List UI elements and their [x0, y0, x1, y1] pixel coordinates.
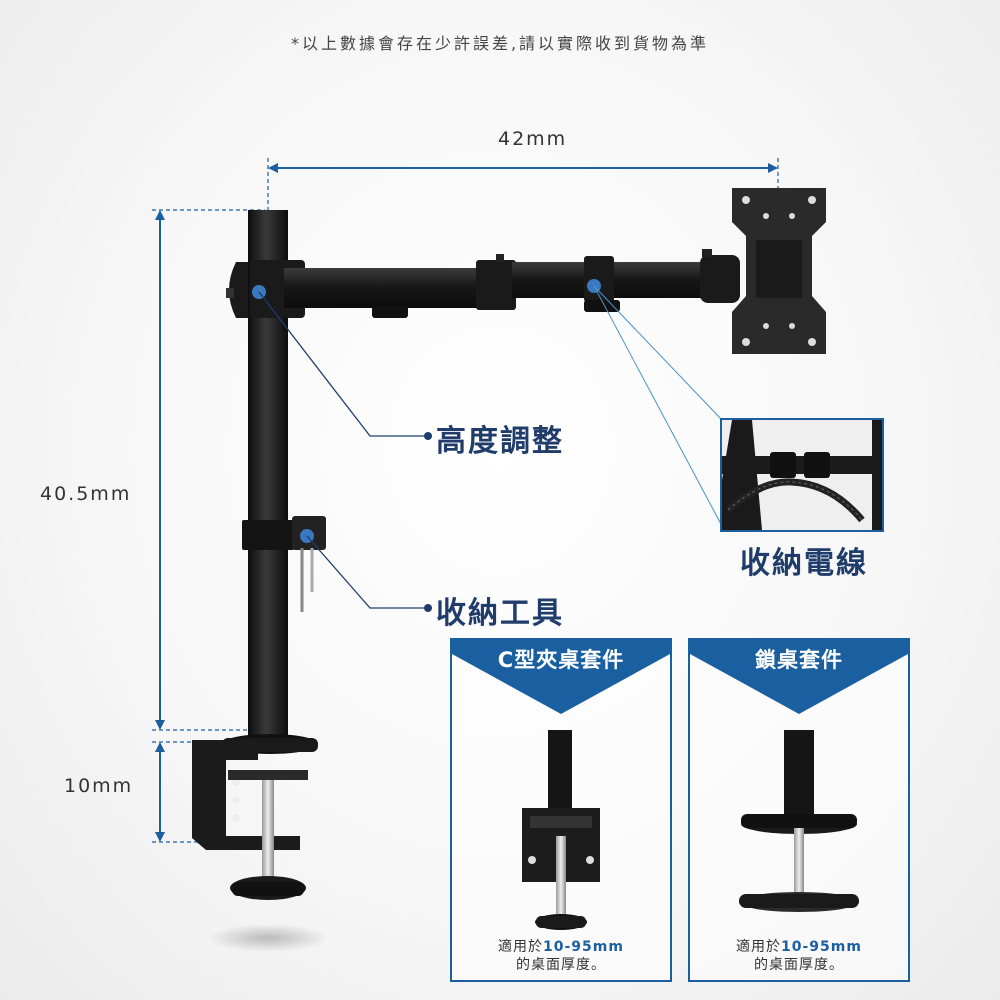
panel-title-desk-mount: 鎖桌套件 [755, 648, 843, 672]
panel-title-c-clamp: C型夾桌套件 [497, 648, 625, 672]
c-clamp-illustration [452, 640, 670, 930]
clamp-label: 10mm [64, 775, 134, 797]
panel-note-desk-mount: 適用於10-95mm 的桌面厚度。 [690, 938, 908, 974]
callout-tool-storage: 收納工具 [436, 596, 564, 631]
height-dimension-line [152, 209, 265, 731]
cable-inset-image [720, 418, 884, 532]
callout-height-adjust: 高度調整 [436, 424, 564, 459]
panel-desk-mount: 鎖桌套件 適用於10-95mm 的桌面厚度。 [688, 638, 910, 982]
note-prefix: 適用於 [498, 939, 544, 955]
width-dimension-line [267, 158, 779, 212]
note-suffix: 的桌面厚度。 [516, 957, 606, 973]
note-range: 10-95mm [543, 939, 624, 955]
cable-clip-detail [722, 420, 882, 530]
note-suffix: 的桌面厚度。 [754, 957, 844, 973]
width-label: 42mm [498, 128, 568, 150]
desk-mount-illustration [690, 640, 908, 912]
panel-note-c-clamp: 適用於10-95mm 的桌面厚度。 [452, 938, 670, 974]
leader-lines [252, 279, 723, 612]
note-prefix: 適用於 [736, 939, 782, 955]
disclaimer: *以上數據會存在少許誤差,請以實際收到貨物為準 [290, 34, 710, 53]
note-range: 10-95mm [781, 939, 862, 955]
callout-cable-management: 收納電線 [740, 546, 868, 581]
height-label: 40.5mm [40, 483, 132, 505]
panel-c-clamp: C型夾桌套件 適用於10-95mm 的桌面厚度。 [450, 638, 672, 982]
vesa-plate [732, 188, 826, 354]
